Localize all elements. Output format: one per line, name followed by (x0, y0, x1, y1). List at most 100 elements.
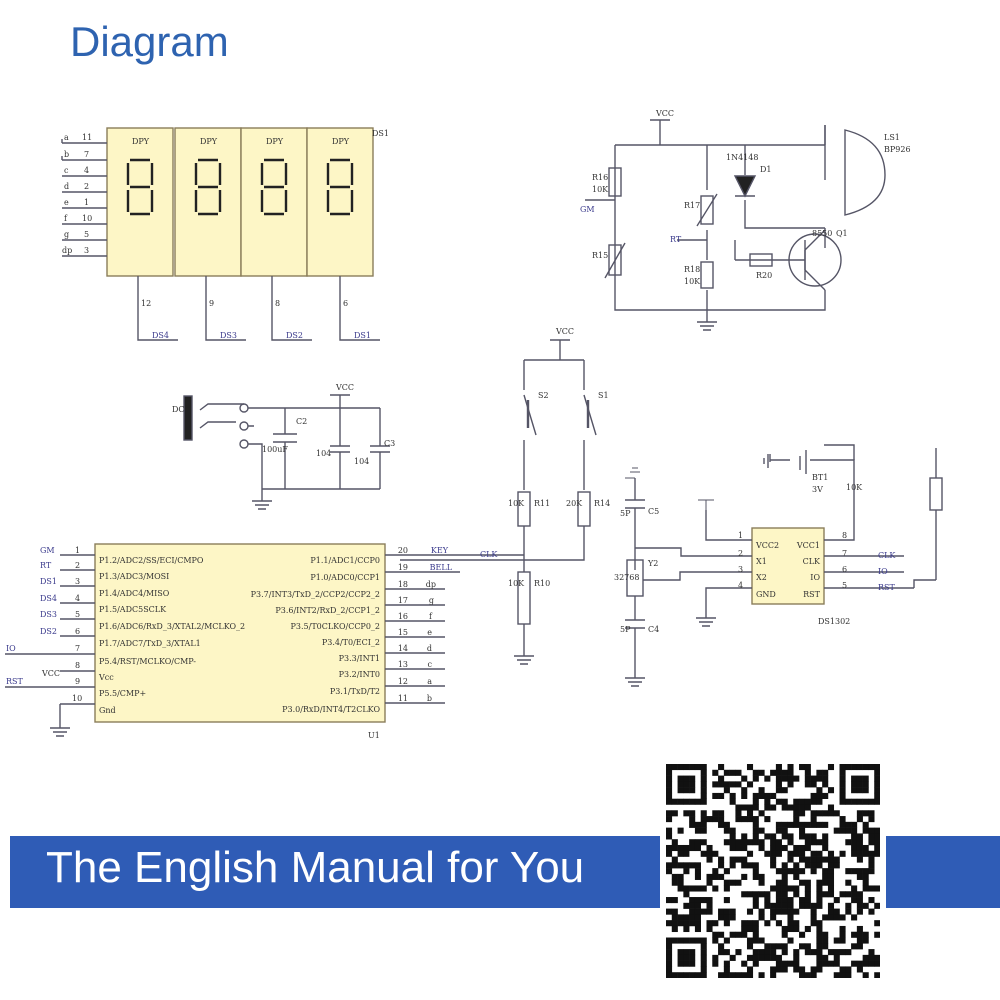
qr-module (741, 862, 748, 869)
qr-module (856, 856, 863, 863)
display-pin-name: d (64, 182, 69, 191)
mcu-pin-name: P3.6/INT2/RxD_2/CCP1_2 (275, 606, 380, 615)
qr-module (833, 954, 840, 961)
qr-module (689, 902, 696, 909)
qr-module (816, 787, 823, 794)
qr-module (804, 821, 811, 828)
qr-module (677, 787, 684, 794)
qr-module (787, 937, 794, 944)
qr-module (700, 821, 707, 828)
mcu-net: a (427, 677, 432, 686)
vcc-label: VCC (555, 327, 574, 336)
qr-module (787, 960, 794, 967)
qr-module (770, 902, 777, 909)
qr-module (723, 769, 730, 776)
qr-module (787, 781, 794, 788)
qr-module (746, 954, 754, 961)
qr-module (770, 885, 777, 892)
qr-module (827, 891, 835, 898)
mcu-pin-num: 7 (75, 644, 80, 653)
qr-module (851, 781, 858, 788)
qr-module (723, 868, 730, 875)
mcu-pin-num: 4 (75, 594, 80, 603)
circuit-schematic: a 11 b 7 c 4 d 2 e 1 f 10 g 5 dp 3 DS1 D… (5, 109, 943, 740)
qr-module (764, 902, 771, 909)
transistor-q1 (788, 233, 842, 287)
qr-module (827, 914, 835, 921)
qr-module (689, 908, 696, 915)
digit-box-ds2 (240, 127, 308, 277)
qr-module (775, 897, 782, 904)
qr-module (804, 856, 811, 863)
qr-module (700, 798, 707, 805)
qr-module (874, 798, 880, 805)
qr-module (694, 920, 701, 927)
qr-module (845, 868, 852, 875)
qr-module (810, 972, 817, 978)
qr-module (666, 781, 673, 788)
qr-module (862, 954, 869, 961)
qr-module (689, 844, 696, 852)
qr-module (810, 821, 817, 828)
qr-module (781, 798, 788, 805)
digit-net: DS3 (220, 331, 237, 340)
dc-connector (183, 395, 193, 441)
qr-module (729, 931, 736, 938)
qr-module (671, 856, 678, 863)
qr-module (752, 931, 759, 938)
qr-module (689, 949, 696, 956)
qr-module (746, 839, 754, 846)
qr-module (700, 792, 707, 799)
qr-module (683, 810, 690, 817)
qr-module (683, 891, 690, 898)
qr-module (810, 902, 817, 909)
qr-module (689, 810, 696, 817)
qr-module (729, 908, 736, 915)
qr-module (770, 943, 777, 950)
qr-module (677, 873, 684, 880)
qr-module (770, 862, 777, 869)
resistor-r15 (608, 244, 622, 276)
qr-module (758, 914, 765, 921)
qr-module (746, 891, 754, 898)
qr-module (856, 897, 863, 904)
qr-module (677, 798, 684, 805)
qr-module (689, 821, 696, 828)
s1-label: S1 (598, 391, 609, 400)
qr-module (874, 850, 880, 857)
display-pin-num: 2 (84, 182, 89, 191)
qr-module (862, 764, 869, 771)
qr-module (683, 787, 690, 794)
qr-module (874, 902, 880, 909)
qr-module (787, 902, 794, 909)
qr-module (694, 798, 701, 805)
qr-module (758, 972, 765, 978)
qr-module (666, 827, 673, 834)
qr-module (856, 850, 863, 857)
qr-module (764, 816, 771, 823)
qr-module (718, 792, 725, 799)
digit-net: DS2 (286, 331, 303, 340)
qr-module (804, 891, 811, 898)
qr-module (868, 850, 875, 857)
display-pin-name: b (64, 150, 69, 159)
qr-module (775, 966, 782, 973)
qr-module (752, 862, 759, 869)
qr-module (787, 775, 794, 782)
qr-module (851, 897, 858, 904)
qr-module (793, 960, 800, 967)
qr-module (856, 781, 863, 788)
common-pin-num: 6 (343, 299, 348, 308)
qr-module (671, 844, 678, 852)
mcu-pin-num: 11 (398, 694, 408, 703)
qr-module (666, 775, 673, 782)
mcu-net: g (429, 596, 434, 605)
r10-label: R10 (534, 579, 550, 588)
qr-module (822, 879, 829, 886)
qr-module (741, 960, 748, 967)
qr-module (856, 775, 863, 782)
qr-module (683, 914, 690, 921)
segment-glyphs (126, 158, 354, 216)
qr-module (822, 943, 829, 950)
qr-module (666, 972, 673, 978)
